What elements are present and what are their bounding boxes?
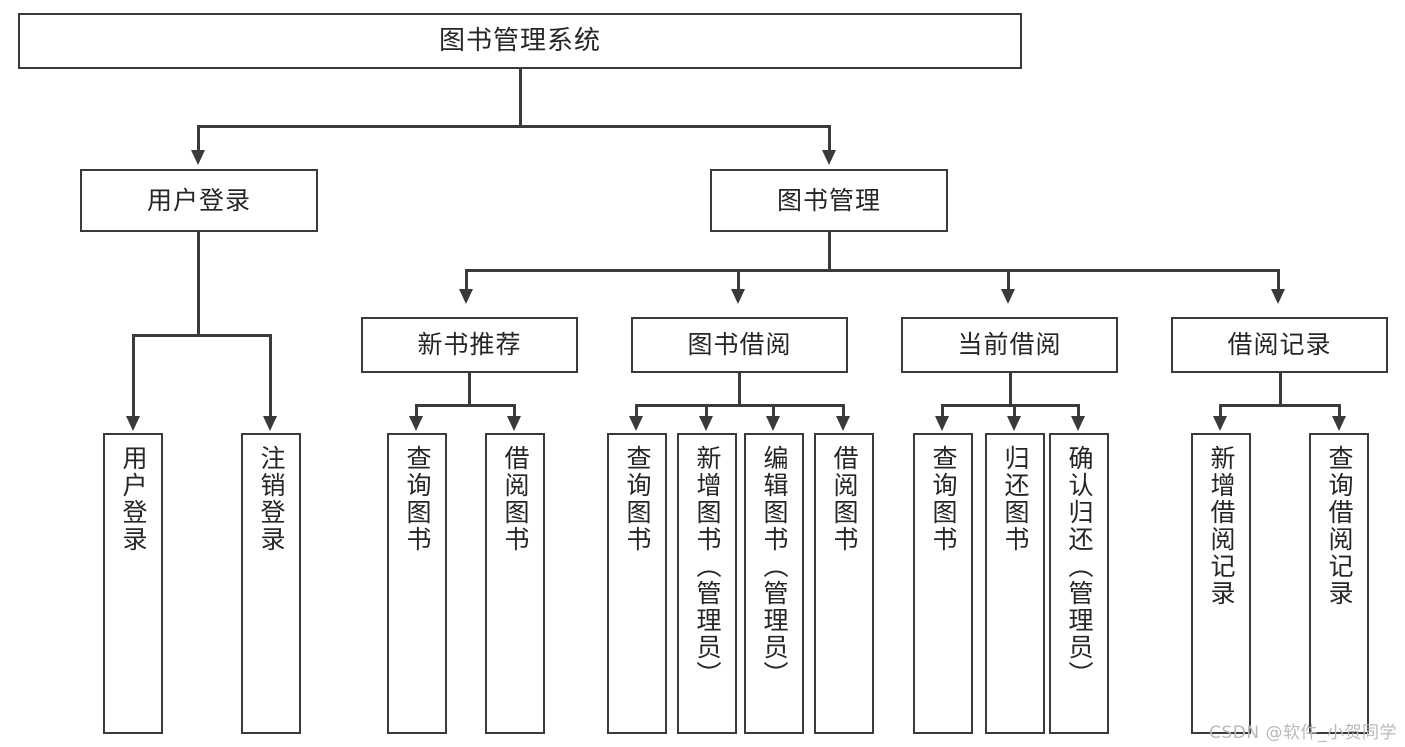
node-borrow-record[interactable]: 借阅记录 [1171, 317, 1388, 373]
node-label: 注销登录 [257, 445, 286, 553]
connector-to-leaf-add-record [1219, 404, 1222, 418]
connector-book-borrow-bus [635, 404, 843, 407]
arrowhead-leaf-return-book [1007, 416, 1021, 431]
node-label: 用户登录 [119, 445, 148, 553]
connector-current-borrow-stem [1009, 373, 1012, 406]
connector-to-book-management [828, 125, 831, 152]
arrowhead-leaf-add-book [699, 416, 713, 431]
node-book-management[interactable]: 图书管理 [710, 169, 948, 232]
arrowhead-book-borrow [731, 289, 745, 304]
arrowhead-leaf-query-book-2 [629, 416, 643, 431]
node-label: 当前借阅 [957, 330, 1062, 360]
arrowhead-leaf-query-book-1 [409, 416, 423, 431]
connector-book-borrow-stem [738, 373, 741, 406]
connector-borrow-record-stem [1279, 373, 1282, 406]
arrowhead-leaf-edit-book [766, 416, 780, 431]
node-label: 用户登录 [146, 185, 251, 215]
arrowhead-leaf-add-record [1213, 416, 1227, 431]
arrowhead-leaf-query-record [1332, 416, 1346, 431]
arrowhead-borrow-record [1271, 289, 1285, 304]
connector-to-leaf-query-book-2 [635, 404, 638, 418]
arrowhead-book-management [822, 150, 836, 165]
connector-borrow-record-bus [1219, 404, 1341, 407]
connector-to-leaf-confirm-return [1077, 404, 1080, 418]
node-current-borrow[interactable]: 当前借阅 [901, 317, 1118, 373]
node-label: 借阅记录 [1227, 330, 1332, 360]
node-leaf-query-book-1[interactable]: 查询图书 [387, 433, 447, 734]
node-label: 查询图书 [623, 445, 652, 553]
arrowhead-leaf-user-logout [263, 416, 277, 431]
node-label: 图书借阅 [687, 330, 792, 360]
arrowhead-new-book-recommend [459, 289, 473, 304]
node-leaf-confirm-return[interactable]: 确认归还（管理员） [1049, 433, 1109, 734]
connector-book-management-stem [828, 232, 831, 271]
connector-to-leaf-add-book [705, 404, 708, 418]
connector-to-leaf-return-book [1013, 404, 1016, 418]
node-user-login[interactable]: 用户登录 [80, 169, 318, 232]
connector-to-user-login [197, 125, 200, 152]
node-label: 编辑图书（管理员） [760, 445, 789, 688]
arrowhead-user-login [191, 150, 205, 165]
node-leaf-query-record[interactable]: 查询借阅记录 [1309, 433, 1369, 734]
arrowhead-leaf-query-book-3 [935, 416, 949, 431]
connector-to-new-book-recommend [465, 269, 468, 291]
connector-to-leaf-user-logout [269, 334, 272, 418]
arrowhead-leaf-user-login [126, 416, 140, 431]
node-label: 查询借阅记录 [1325, 445, 1354, 607]
node-label: 图书管理 [776, 185, 881, 215]
node-leaf-query-book-3[interactable]: 查询图书 [913, 433, 973, 734]
connector-to-borrow-record [1277, 269, 1280, 291]
node-leaf-user-login[interactable]: 用户登录 [103, 433, 163, 734]
node-leaf-user-logout[interactable]: 注销登录 [241, 433, 301, 734]
node-leaf-borrow-book-2[interactable]: 借阅图书 [814, 433, 874, 734]
connector-user-login-stem [197, 232, 200, 337]
connector-new-book-recommend-bus [415, 404, 516, 407]
arrowhead-leaf-confirm-return [1071, 416, 1085, 431]
node-label: 查询图书 [403, 445, 432, 553]
node-label: 图书管理系统 [438, 25, 601, 56]
node-new-book-recommend[interactable]: 新书推荐 [361, 317, 578, 373]
connector-level2-bus [197, 125, 831, 128]
node-leaf-borrow-book-1[interactable]: 借阅图书 [485, 433, 545, 734]
connector-root-stem [519, 68, 522, 127]
connector-to-leaf-user-login [132, 334, 135, 418]
connector-new-book-recommend-stem [468, 373, 471, 406]
node-leaf-edit-book[interactable]: 编辑图书（管理员） [744, 433, 804, 734]
connector-to-leaf-query-book-3 [941, 404, 944, 418]
node-book-borrow[interactable]: 图书借阅 [631, 317, 848, 373]
connector-to-leaf-edit-book [772, 404, 775, 418]
connector-user-login-bus [132, 334, 271, 337]
watermark: CSDN @软件_小贺同学 [1209, 723, 1397, 743]
connector-to-book-borrow [737, 269, 740, 291]
node-leaf-add-book[interactable]: 新增图书（管理员） [677, 433, 737, 734]
node-label: 确认归还（管理员） [1065, 445, 1094, 688]
node-label: 借阅图书 [501, 445, 530, 553]
node-leaf-return-book[interactable]: 归还图书 [985, 433, 1045, 734]
node-root-system[interactable]: 图书管理系统 [18, 13, 1022, 69]
node-label: 查询图书 [929, 445, 958, 553]
connector-level3-bus [465, 269, 1279, 272]
arrowhead-leaf-borrow-book-1 [507, 416, 521, 431]
connector-current-borrow-bus [941, 404, 1079, 407]
connector-to-leaf-query-book-1 [415, 404, 418, 418]
node-leaf-query-book-2[interactable]: 查询图书 [607, 433, 667, 734]
arrowhead-leaf-borrow-book-2 [836, 416, 850, 431]
connector-to-leaf-borrow-book-2 [842, 404, 845, 418]
node-leaf-add-record[interactable]: 新增借阅记录 [1191, 433, 1251, 734]
connector-to-current-borrow [1007, 269, 1010, 291]
node-label: 借阅图书 [830, 445, 859, 553]
connector-to-leaf-borrow-book-1 [513, 404, 516, 418]
connector-to-leaf-query-record [1338, 404, 1341, 418]
arrowhead-current-borrow [1001, 289, 1015, 304]
node-label: 新增图书（管理员） [693, 445, 722, 688]
node-label: 新增借阅记录 [1207, 445, 1236, 607]
node-label: 归还图书 [1001, 445, 1030, 553]
node-label: 新书推荐 [417, 330, 522, 360]
